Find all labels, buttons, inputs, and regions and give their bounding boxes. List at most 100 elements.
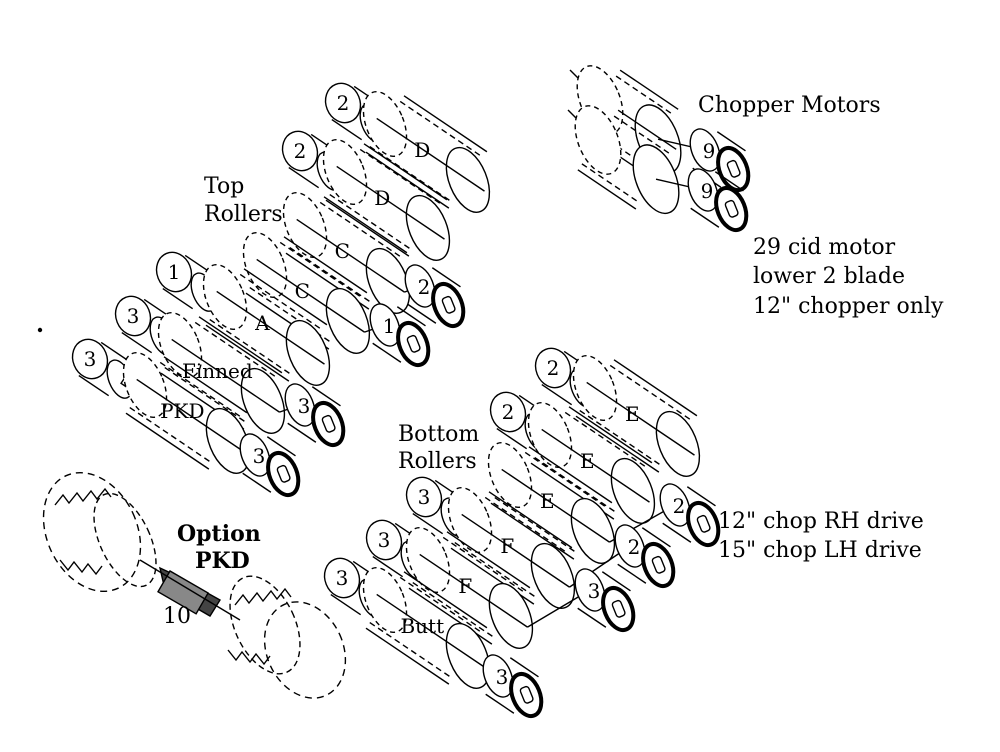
roller-4-body-edge-bottom <box>283 236 368 294</box>
roller-13-drive-motor-edge-a <box>485 693 515 714</box>
roller-3-drive-motor-back <box>404 264 436 308</box>
roller-6-drive-motor-edge-b <box>311 386 341 407</box>
roller-9-motor-label: 2 <box>502 400 515 424</box>
roller-9-body-shell-top <box>534 456 619 515</box>
roller-13-drive-motor-back <box>482 654 514 698</box>
roller-12-motor-edge-a <box>372 555 404 578</box>
roller-2-body-shell-top <box>329 193 414 252</box>
roller-2-body-edge-top <box>325 199 410 257</box>
chopper-motor-2-drive-edge-a <box>690 207 720 228</box>
roller-4-body-shell-bottom <box>279 241 364 299</box>
chopper-motor-1-drive-slot <box>726 159 741 178</box>
roller-8-body-shell-top <box>579 409 664 468</box>
roller-10-body-shell-top <box>494 496 579 555</box>
roller-7-body-edge-top <box>125 412 210 470</box>
roller-13-motor-edge-a <box>330 593 362 616</box>
roller-10-label: E <box>540 489 555 513</box>
roller-7-drive-motor-edge-a <box>242 472 272 493</box>
roller-13-axle <box>376 593 485 668</box>
roller-10-axle <box>501 468 610 543</box>
roller-9-axle <box>541 428 650 503</box>
roller-4-label: C <box>295 279 310 303</box>
roller-8-axle <box>586 381 695 456</box>
top-rollers-label-1: Top <box>204 174 244 199</box>
option-gear-right-outline <box>263 601 347 699</box>
roller-10-drive-motor-edge-a <box>662 522 692 543</box>
roller-7-body-shell-top <box>129 406 214 465</box>
roller-11-drive-motor-back <box>614 524 646 568</box>
roller-1-body-shell-top <box>369 145 454 204</box>
roller-4-drive-motor-edge-a <box>372 342 402 363</box>
roller-2-motor-label: 2 <box>294 139 307 163</box>
option-gear-left-teeth-bottom <box>59 559 103 576</box>
chopper-motor-2-body-end-near <box>574 105 622 175</box>
roller-13-body-shell-top <box>369 621 454 680</box>
roller-11-body-shell-bottom <box>484 496 569 554</box>
roller-4-drive-motor-label: 1 <box>383 314 396 338</box>
motor-note-line-1: 29 cid motor <box>753 235 896 260</box>
roller-10-body-edge-bottom <box>528 446 613 504</box>
roller-7-body-shell-bottom <box>159 361 244 419</box>
roller-5-motor-edge-a <box>162 287 194 310</box>
roller-2-body-shell-bottom <box>359 148 444 206</box>
roller-3-body-shell-top <box>289 246 374 305</box>
roller-6-body-edge-bottom <box>198 316 283 374</box>
roller-10-drive-motor-back <box>659 483 691 527</box>
roller-6-motor-label: 3 <box>127 304 140 328</box>
roller-7-drive-motor-slot <box>276 464 291 483</box>
roller-11-body-edge-bottom <box>488 491 573 549</box>
roller-12-body-shell-top <box>412 581 497 640</box>
roller-8-body-edge-bottom <box>613 359 698 417</box>
roller-11-motor-edge-a <box>412 512 444 535</box>
bottom-rollers-label-2: Rollers <box>398 449 477 474</box>
chopper-motor-2-drive-label: 9 <box>701 179 714 203</box>
roller-5-body-edge-top <box>205 324 290 382</box>
roller-4-drive-motor-back <box>369 303 401 347</box>
roller-5-label: A <box>254 311 270 335</box>
roller-13-drive-motor-slot <box>519 685 534 704</box>
roller-11-label: F <box>500 534 514 558</box>
roller-7-drive-motor-label: 3 <box>253 444 266 468</box>
roller-3-drive-motor-edge-b <box>431 267 461 288</box>
roller-5-axle <box>216 290 325 365</box>
roller-7-label: PKD <box>160 399 204 423</box>
roller-7-motor-edge-a <box>78 374 110 397</box>
chopper-motor-1-drive-back <box>689 128 721 172</box>
roller-3-axle <box>296 218 405 293</box>
chopper-motors-label: Chopper Motors <box>698 93 881 118</box>
roller-1-axle <box>376 117 485 192</box>
roller-5-motor-face <box>155 251 193 293</box>
roller-12-axle <box>419 553 528 628</box>
roller-1-body-shell-bottom <box>399 100 484 158</box>
roller-13-label: Butt <box>400 614 444 638</box>
roller-10-drive-motor-edge-b <box>686 486 716 507</box>
roller-11-motor-label: 3 <box>418 485 431 509</box>
chopper-motor-2-body-shell-bottom <box>613 115 673 156</box>
roller-8-body-edge-top <box>575 415 660 473</box>
chopper-motor-2-drive-slot <box>724 199 739 218</box>
chopper-motor-1-drive-edge-b <box>716 131 746 152</box>
roller-11-drive-motor-edge-a <box>617 563 647 584</box>
option-gear-left-end <box>93 492 157 588</box>
roller-9-body-shell-bottom <box>564 411 649 469</box>
roller-12-drive-motor-slot <box>611 599 626 618</box>
roller-10-body-shell-bottom <box>524 451 609 509</box>
roller-9-motor-edge-a <box>496 427 528 450</box>
roller-6-drive-motor-label: 3 <box>298 394 311 418</box>
option-coupling-body <box>157 570 210 615</box>
roller-13-drive-motor-label: 3 <box>496 665 509 689</box>
roller-12-motor-label: 3 <box>378 528 391 552</box>
roller-3-body-edge-bottom <box>323 196 408 254</box>
option-label-2: PKD <box>195 548 250 574</box>
roller-1-motor-face <box>324 82 362 124</box>
roller-11-drive-motor-edge-b <box>641 527 671 548</box>
roller-6-body-shell-top <box>164 366 249 425</box>
option-label-1: Option <box>177 521 261 547</box>
roller-7-body-edge-bottom <box>163 356 248 414</box>
roller-3-body-shell-bottom <box>319 201 404 259</box>
roller-10-drive-motor-label: 2 <box>673 494 686 518</box>
chopper-motor-2-body-edge-bottom <box>617 109 677 150</box>
roller-13-body-shell-bottom <box>399 576 484 634</box>
top-rollers-label-2: Rollers <box>204 202 283 227</box>
